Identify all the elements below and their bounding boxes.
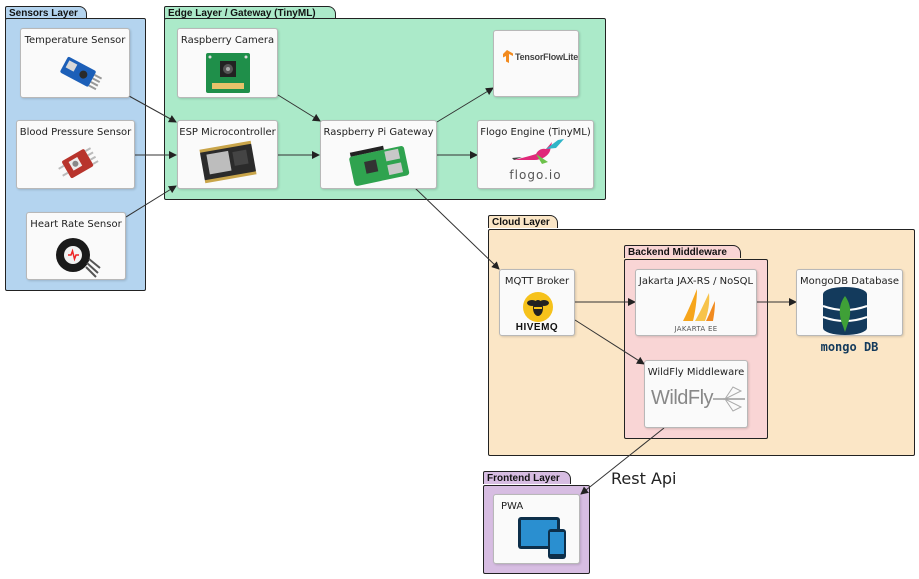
temperature-sensor-label: Temperature Sensor	[24, 35, 126, 46]
flogo-engine-node[interactable]: Flogo Engine (TinyML) flogo.io	[477, 120, 594, 189]
mongodb-wordmark: mongo DB	[820, 340, 879, 354]
sensors-layer-tab: Sensors Layer	[5, 6, 87, 19]
tensorflow-icon	[503, 50, 513, 63]
tensorflow-lite-logo: TensorFlowLite	[501, 50, 578, 63]
edge-gateway-to-tflite	[436, 87, 494, 123]
mqtt-broker-label: MQTT Broker	[504, 276, 570, 287]
temperature-sensor-node[interactable]: Temperature Sensor	[20, 28, 130, 98]
flogo-engine-label: Flogo Engine (TinyML)	[480, 127, 591, 138]
wildfly-wordmark: WildFly	[651, 387, 714, 409]
tensorflow-lite-wordmark: TensorFlowLite	[515, 51, 579, 62]
mongodb-database-label: MongoDB Database	[799, 276, 899, 287]
raspberry-pi-gateway-label: Raspberry Pi Gateway	[323, 127, 434, 138]
raspberry-pi-gateway-node[interactable]: Raspberry Pi Gateway	[320, 120, 437, 189]
flogo-wordmark: flogo.io	[509, 168, 562, 182]
heart-rate-sensor-label: Heart Rate Sensor	[30, 219, 122, 230]
jakarta-sails-icon	[683, 289, 715, 321]
blood-pressure-sensor-node[interactable]: Blood Pressure Sensor	[16, 120, 135, 189]
frontend-layer-tab: Frontend Layer	[483, 471, 571, 484]
wildfly-dragonfly-icon	[713, 386, 745, 412]
heart-rate-sensor-icon	[56, 238, 101, 278]
esp-microcontroller-icon	[199, 140, 257, 184]
jakarta-ee-wordmark: JAKARTA EE	[674, 325, 718, 333]
tablet-phone-icon	[518, 517, 566, 559]
hummingbird-icon	[512, 139, 564, 164]
esp-microcontroller-node[interactable]: ESP Microcontroller	[177, 120, 278, 189]
mongodb-database-node[interactable]: MongoDB Database	[796, 269, 903, 336]
edge-temperature-to-esp	[128, 95, 177, 123]
edge-mqtt-to-wildfly	[574, 319, 645, 365]
blood-pressure-sensor-icon	[58, 147, 99, 179]
edge-heartrate-to-esp	[125, 185, 177, 218]
raspberry-camera-node[interactable]: Raspberry Camera	[177, 28, 278, 98]
mongodb-cylinder-icon	[822, 287, 868, 335]
hivemq-bee-icon	[523, 292, 553, 322]
raspberry-camera-icon	[206, 53, 250, 93]
pwa-node[interactable]: PWA	[493, 494, 580, 564]
wildfly-middleware-label: WildFly Middleware	[647, 367, 745, 378]
rest-api-label: Rest Api	[611, 469, 677, 488]
edge-camera-to-gateway	[277, 94, 321, 122]
jakarta-node[interactable]: Jakarta JAX-RS / NoSQL JAKARTA EE	[635, 269, 757, 336]
hivemq-wordmark: HIVEMQ	[515, 322, 559, 333]
blood-pressure-sensor-label: Blood Pressure Sensor	[19, 127, 132, 138]
wildfly-middleware-node[interactable]: WildFly Middleware WildFly	[644, 360, 748, 428]
pwa-label: PWA	[501, 501, 524, 512]
heart-rate-sensor-node[interactable]: Heart Rate Sensor	[26, 212, 126, 280]
mqtt-broker-node[interactable]: MQTT Broker HIVEMQ	[499, 269, 575, 336]
edge-wildfly-to-pwa	[580, 427, 665, 495]
edge-layer-tab: Edge Layer / Gateway (TinyML)	[164, 6, 336, 19]
raspberry-pi-board-icon	[349, 145, 410, 186]
jakarta-label: Jakarta JAX-RS / NoSQL	[638, 276, 754, 287]
edge-gateway-to-mqtt	[414, 187, 500, 270]
raspberry-camera-label: Raspberry Camera	[180, 35, 275, 46]
esp-microcontroller-label: ESP Microcontroller	[179, 127, 276, 138]
temperature-sensor-icon	[60, 57, 103, 91]
tensorflow-lite-node[interactable]: TensorFlowLite	[493, 30, 579, 97]
backend-middleware-tab: Backend Middleware	[624, 245, 741, 258]
cloud-layer-tab: Cloud Layer	[488, 215, 558, 228]
